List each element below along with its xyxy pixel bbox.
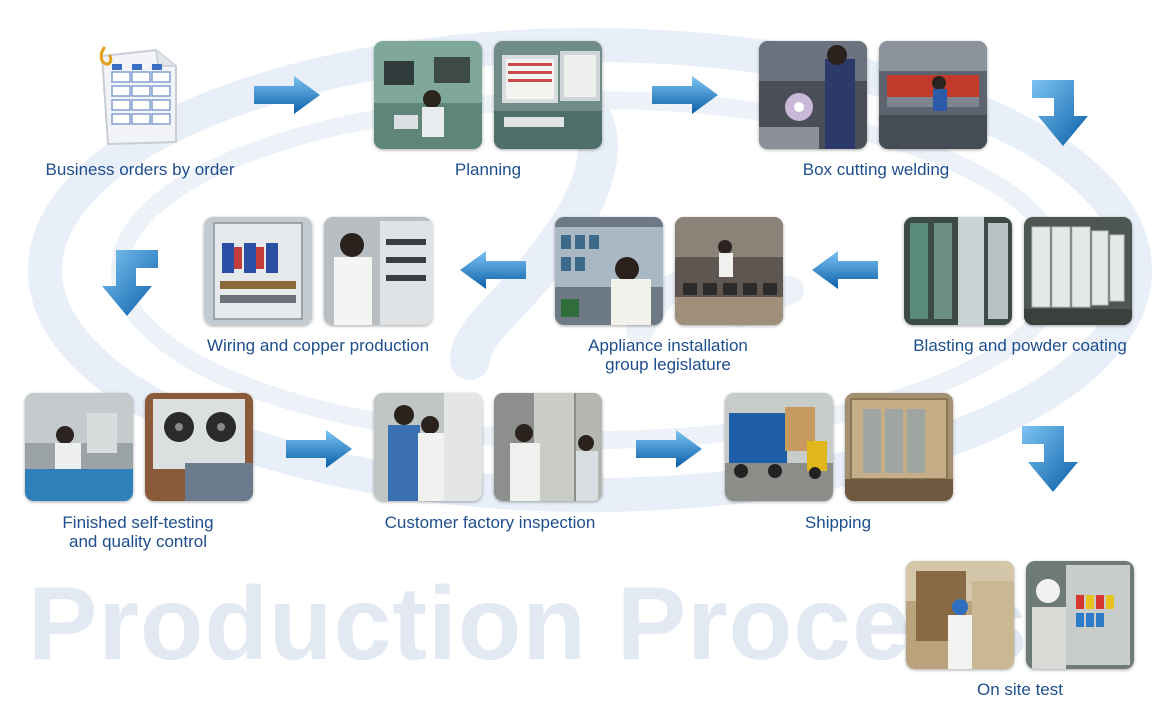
truck-loading-photo xyxy=(725,393,833,501)
cabinet-inspection-photo xyxy=(494,393,602,501)
site-technician-photo xyxy=(906,561,1014,669)
test-bench-photo xyxy=(25,393,133,501)
step-label-planning: Planning xyxy=(388,160,588,179)
label-line: and quality control xyxy=(69,532,207,551)
label-line: Blasting and powder coating xyxy=(913,336,1127,355)
cabinet-wiring-photo xyxy=(204,217,312,325)
arrow-right-icon xyxy=(652,76,718,114)
step-label-shipping: Shipping xyxy=(738,513,938,532)
label-line: Box cutting welding xyxy=(802,160,950,179)
arrow-right-icon xyxy=(254,76,320,114)
step-label-customer-inspection: Customer factory inspection xyxy=(350,513,630,532)
blasting-room-photo xyxy=(904,217,1012,325)
label-line: On site test xyxy=(977,680,1063,699)
label-line: Finished self-testing xyxy=(62,513,214,532)
label-line: Customer factory inspection xyxy=(384,513,596,532)
step-label-wiring-copper: Wiring and copper production xyxy=(178,336,458,355)
page-title: Production Process xyxy=(28,566,1029,682)
arrow-down-right-icon xyxy=(1032,80,1088,146)
welding-photo xyxy=(759,41,867,149)
arrow-down-right-icon xyxy=(1022,426,1078,492)
powder-coated-panels-photo xyxy=(1024,217,1132,325)
arrow-right-icon xyxy=(636,430,702,468)
label-line: Shipping xyxy=(804,513,872,532)
arrow-left-icon xyxy=(460,251,526,289)
step-label-on-site-test: On site test xyxy=(920,680,1120,699)
installing-appliances-photo xyxy=(555,217,663,325)
step-label-blasting-powder-coating: Blasting and powder coating xyxy=(890,336,1150,355)
document-icon xyxy=(99,46,177,146)
computer-monitors-photo xyxy=(494,41,602,149)
arrow-right-icon xyxy=(286,430,352,468)
office-workers-photo xyxy=(374,41,482,149)
assembly-line-photo xyxy=(675,217,783,325)
label-line: Wiring and copper production xyxy=(206,336,430,355)
cutting-machine-photo xyxy=(879,41,987,149)
label-line: Business orders by order xyxy=(45,160,235,179)
site-panel-photo xyxy=(1026,561,1134,669)
label-line: Planning xyxy=(454,160,522,179)
crated-cabinets-photo xyxy=(845,393,953,501)
step-label-business-orders: Business orders by order xyxy=(20,160,260,179)
fan-panel-photo xyxy=(145,393,253,501)
step-label-appliance-installation: Appliance installation group legislature xyxy=(548,336,788,374)
arrow-left-icon xyxy=(812,251,878,289)
arrow-down-left-icon xyxy=(102,250,158,316)
step-label-self-testing: Finished self-testing and quality contro… xyxy=(18,513,258,551)
step-label-box-cutting-welding: Box cutting welding xyxy=(756,160,996,179)
inspectors-photo xyxy=(374,393,482,501)
label-line: group legislature xyxy=(605,355,731,374)
label-line: Appliance installation xyxy=(588,336,748,355)
technician-wiring-photo xyxy=(324,217,432,325)
